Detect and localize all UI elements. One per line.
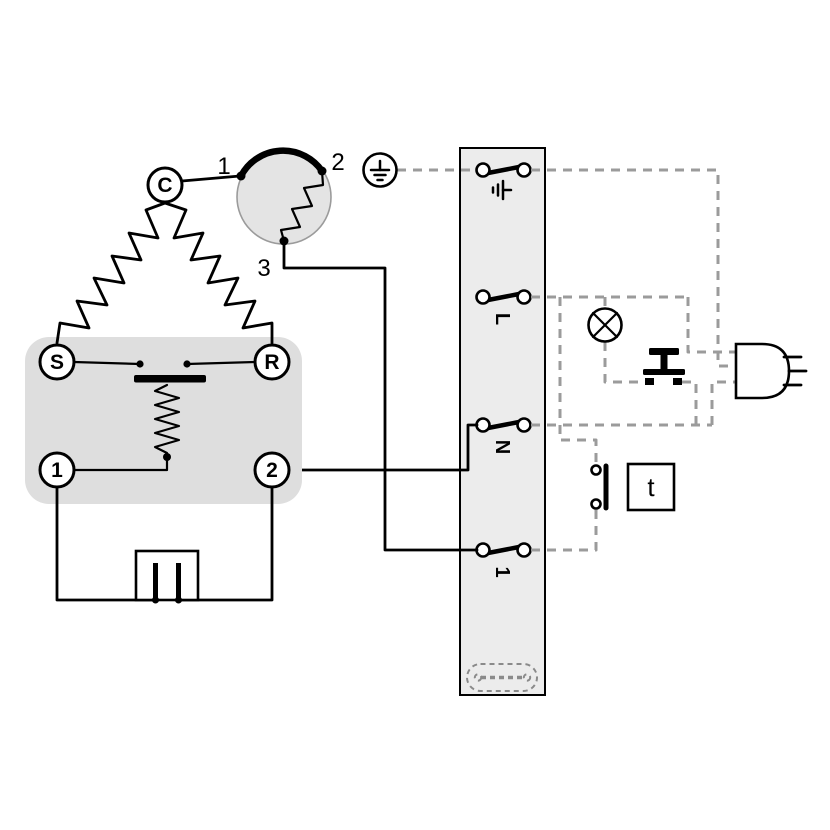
ptc-element-arc	[237, 147, 326, 180]
plug-body	[734, 342, 791, 400]
thermostat-label: t	[647, 472, 655, 502]
terminal-board: L N 1	[459, 147, 546, 696]
start-capacitor	[55, 485, 274, 604]
earth-symbol	[362, 152, 398, 188]
starter-terminal-1-dot	[236, 171, 246, 181]
relay-terminal-r: R	[253, 343, 291, 381]
external-wiring	[397, 168, 736, 552]
starter-terminal-1-label: 1	[217, 153, 230, 180]
starter-terminal-2-label: 2	[331, 149, 344, 176]
terminal-pair-1: 1	[475, 542, 532, 578]
mains-plug-icon	[734, 342, 808, 400]
terminal-label-1: 1	[491, 566, 513, 577]
relay-coil	[153, 383, 181, 455]
capacitor-plate-right	[176, 563, 181, 600]
compressor-motor: C	[55, 166, 274, 345]
relay-terminal-1: 1	[38, 451, 76, 489]
earth-symbol-small	[491, 179, 513, 201]
live-to-plug-wire	[686, 297, 736, 354]
lamp-icon	[587, 307, 623, 343]
earth-wire-to-plug	[531, 168, 736, 368]
door-switch-button	[649, 348, 679, 355]
terminal-pair-live: L	[475, 289, 532, 325]
relay-internals	[72, 360, 257, 472]
compressor-wiring	[282, 243, 479, 552]
relay-terminal-1-label: 1	[51, 459, 63, 482]
start-device: 1 2 3	[217, 147, 345, 282]
terminal-pair-earth	[475, 162, 532, 201]
thermostat-to-terminal1-wire	[531, 510, 598, 552]
motor-winding-left	[55, 201, 167, 345]
start-terminal-label: S	[50, 351, 64, 374]
relay-terminal-2: 2	[253, 451, 291, 489]
neutral-to-plug-wire	[710, 380, 736, 425]
terminal-pair-neutral: N	[475, 417, 532, 454]
relay-terminal-s: S	[38, 343, 76, 381]
terminal-label-live: L	[491, 313, 513, 325]
live-to-thermostat-wire	[558, 297, 598, 465]
common-terminal: C	[146, 166, 184, 204]
motor-winding-right	[163, 201, 274, 345]
thermostat-contact-top	[590, 464, 602, 476]
thermostat: t	[590, 462, 676, 512]
switch-to-neutral-wire	[682, 380, 698, 425]
terminal-board-body	[459, 147, 546, 696]
start-relay: S R 1 2	[25, 337, 302, 504]
starter3-to-terminal1-wire	[282, 243, 479, 552]
thermostat-contact-bottom	[590, 498, 602, 510]
starter-terminal-3-dot	[279, 236, 289, 246]
capacitor-housing	[134, 549, 200, 602]
relay-terminal-2-label: 2	[266, 459, 278, 482]
jumper-outline	[466, 663, 538, 692]
starter-terminal-3-label: 3	[257, 255, 270, 282]
terminal-label-neutral: N	[491, 440, 513, 454]
capacitor-plate-left	[153, 563, 158, 600]
starter-terminal-2-dot	[317, 166, 327, 176]
starter-resistor	[279, 169, 325, 243]
relay2-to-neutral-wire	[287, 423, 479, 472]
lamp-to-switch-wire	[603, 342, 644, 384]
relay-contact-bar	[134, 375, 206, 383]
common-to-starter-wire	[180, 174, 242, 183]
door-switch-icon	[643, 348, 685, 385]
common-terminal-label: C	[157, 174, 172, 197]
door-switch-contact	[643, 369, 685, 375]
run-terminal-label: R	[264, 351, 279, 374]
thermostat-box	[626, 462, 676, 512]
